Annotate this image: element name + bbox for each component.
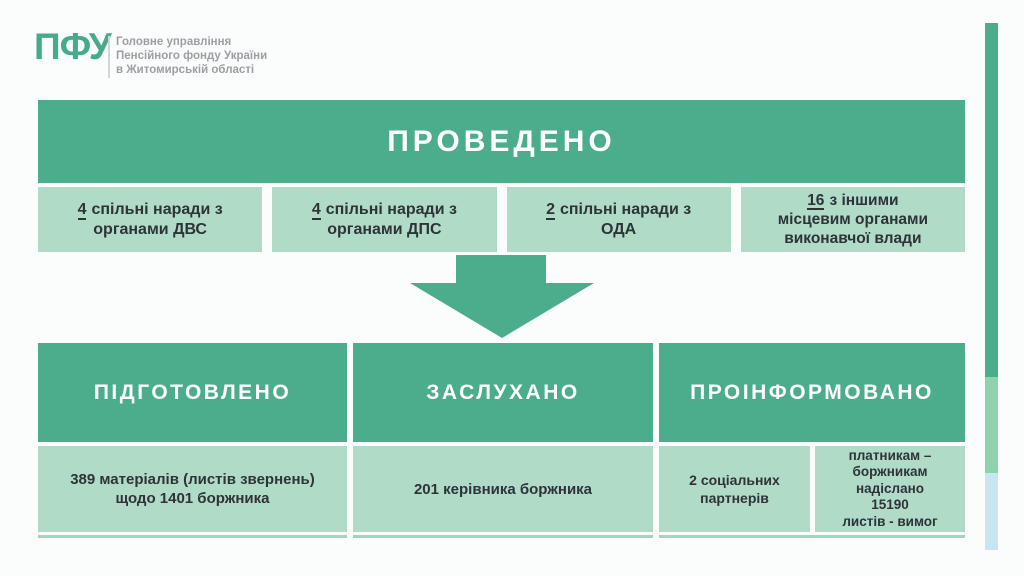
stat-text: спільні наради з ОДА [559, 200, 692, 238]
table-underline [659, 535, 965, 538]
section-header-pidhotovleno: ПІДГОТОВЛЕНО [38, 343, 347, 442]
stat-number: 4 [77, 200, 87, 220]
logo-org-line-1: Головне управління [116, 36, 232, 48]
down-arrow-icon [410, 255, 594, 338]
stat-number: 2 [546, 200, 555, 220]
pfu-logo: ПФУ [34, 26, 112, 67]
stat-text: спільні наради з органами ДВС [91, 200, 223, 238]
result-cell-materials: 389 матеріалів (листів звернень) щодо 14… [38, 446, 347, 532]
logo-org-line-3: в Житомирській області [116, 64, 255, 76]
edge-strip-light-green [985, 377, 998, 473]
section-header-proinformovano: ПРОІНФОРМОВАНО [659, 343, 965, 442]
table-underline [353, 535, 653, 538]
stat-text: з іншими місцевим органами виконавчої вл… [777, 191, 929, 248]
result-cell-demand-letters: платникам – боржникам надіслано 15190 ли… [815, 446, 965, 532]
stat-text: спільні наради з органами ДПС [325, 200, 457, 238]
logo-org-name: Головне управління Пенсійного фонду Укра… [116, 35, 267, 77]
stat-number: 16 [807, 191, 825, 211]
table-underline [38, 535, 347, 538]
edge-strip-green [985, 23, 998, 377]
result-cell-heard-debtors: 201 керівника боржника [353, 446, 653, 532]
logo-org-line-2: Пенсійного фонду України [116, 50, 268, 62]
edge-strip-blue [985, 473, 998, 550]
stat-number: 4 [311, 200, 321, 220]
section-header-zasluhano: ЗАСЛУХАНО [353, 343, 653, 442]
logo-divider [108, 36, 110, 78]
section-header-provedeno: ПРОВЕДЕНО [38, 100, 965, 183]
result-cell-social-partners: 2 соціальних партнерів [659, 446, 810, 532]
